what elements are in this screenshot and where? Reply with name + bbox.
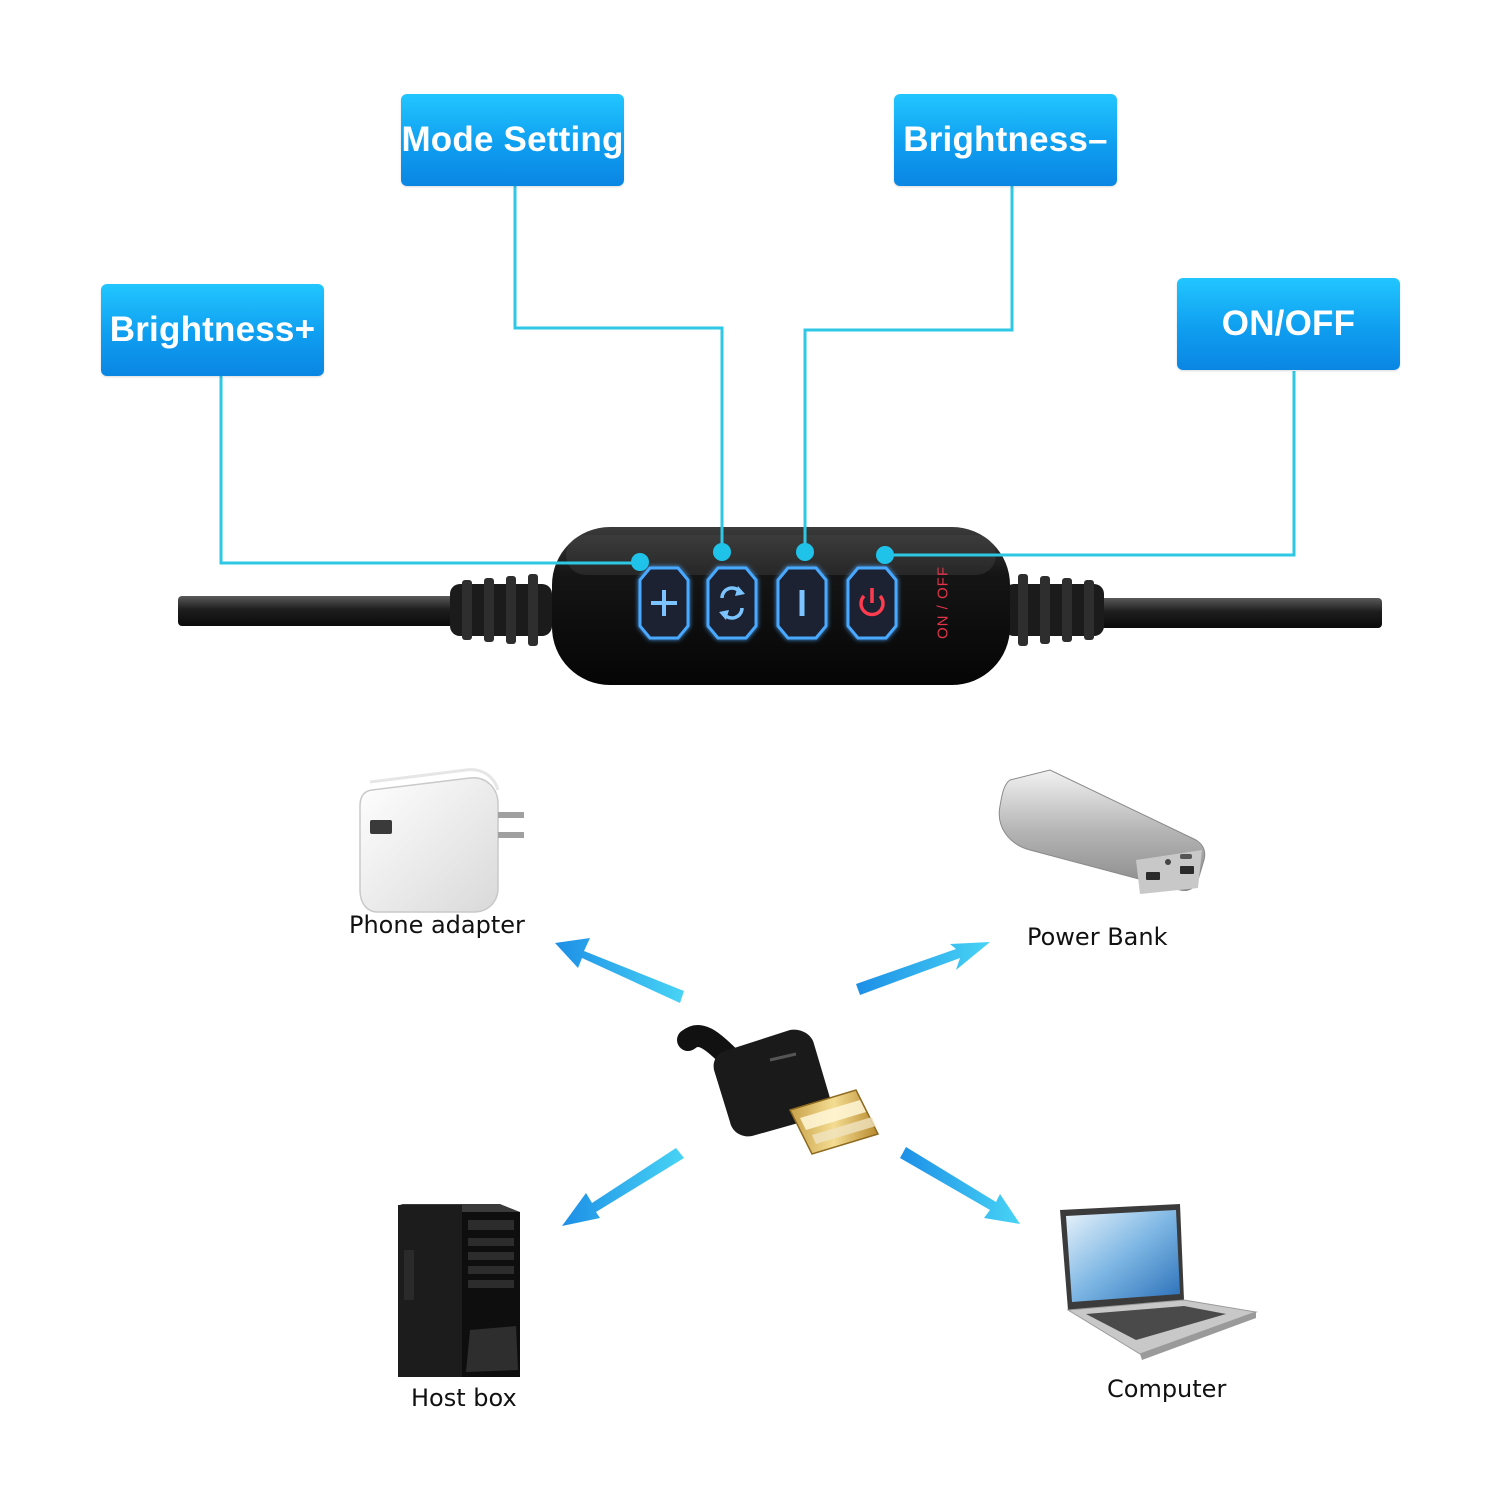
computer-label: Computer [1107, 1375, 1227, 1403]
host-box-label: Host box [411, 1384, 517, 1412]
on-off-label: ON/OFF [1221, 304, 1356, 343]
cycle-icon [719, 586, 745, 620]
strain-relief-right [1004, 574, 1104, 646]
power-bank-image [998, 769, 1206, 894]
computer-image [1060, 1204, 1258, 1360]
leader-lines [219, 186, 1296, 565]
arrow-to-computer [900, 1147, 1020, 1224]
brightness-minus-callout: Brightness– [894, 94, 1117, 186]
brightness-plus-label: Brightness+ [109, 310, 316, 349]
power-bank-label: Power Bank [1027, 923, 1168, 951]
minus-button[interactable] [776, 566, 828, 640]
leader-mode-setting [513, 186, 724, 552]
arrow-to-host-box [562, 1148, 684, 1226]
phone-adapter-image [359, 768, 524, 913]
on-off-callout: ON/OFF [1177, 278, 1400, 370]
host-box-image [398, 1204, 520, 1377]
arrow-to-phone-adapter [555, 938, 684, 1003]
brightness-minus-label: Brightness– [903, 120, 1108, 159]
brightness-plus-callout: Brightness+ [101, 284, 324, 376]
mode-setting-label: Mode Setting [401, 120, 624, 159]
plus-button[interactable] [638, 566, 690, 640]
leader-dots [631, 543, 894, 571]
power-icon [859, 588, 885, 617]
arrow-to-power-bank [856, 942, 990, 995]
leader-brightness-minus [803, 186, 1014, 552]
cable [178, 574, 1382, 646]
plus-icon [651, 590, 677, 616]
strain-relief-left [450, 574, 552, 646]
mode-button[interactable] [706, 566, 758, 640]
mode-setting-callout: Mode Setting [401, 94, 624, 186]
leader-brightness-plus [219, 376, 640, 565]
phone-adapter-label: Phone adapter [349, 911, 525, 939]
controller-onoff-print: ON / OFF [934, 566, 952, 639]
power-button[interactable] [846, 566, 898, 640]
usb-plug [677, 1025, 880, 1155]
leader-on-off [885, 371, 1296, 557]
